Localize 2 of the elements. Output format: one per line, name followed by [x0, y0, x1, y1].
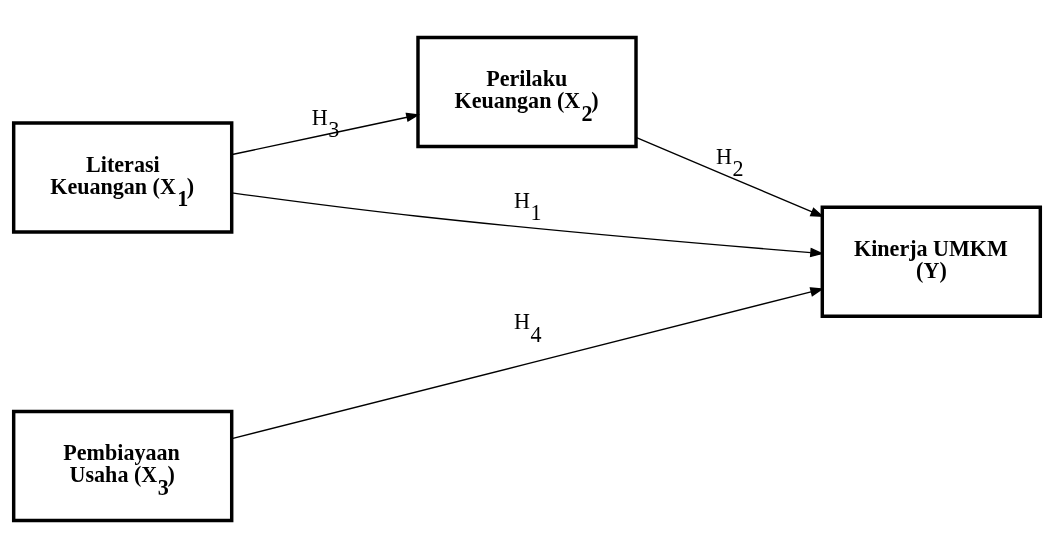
- node-box: Kinerja UMKM (Y): [820, 205, 1043, 318]
- arrow: [231, 112, 421, 156]
